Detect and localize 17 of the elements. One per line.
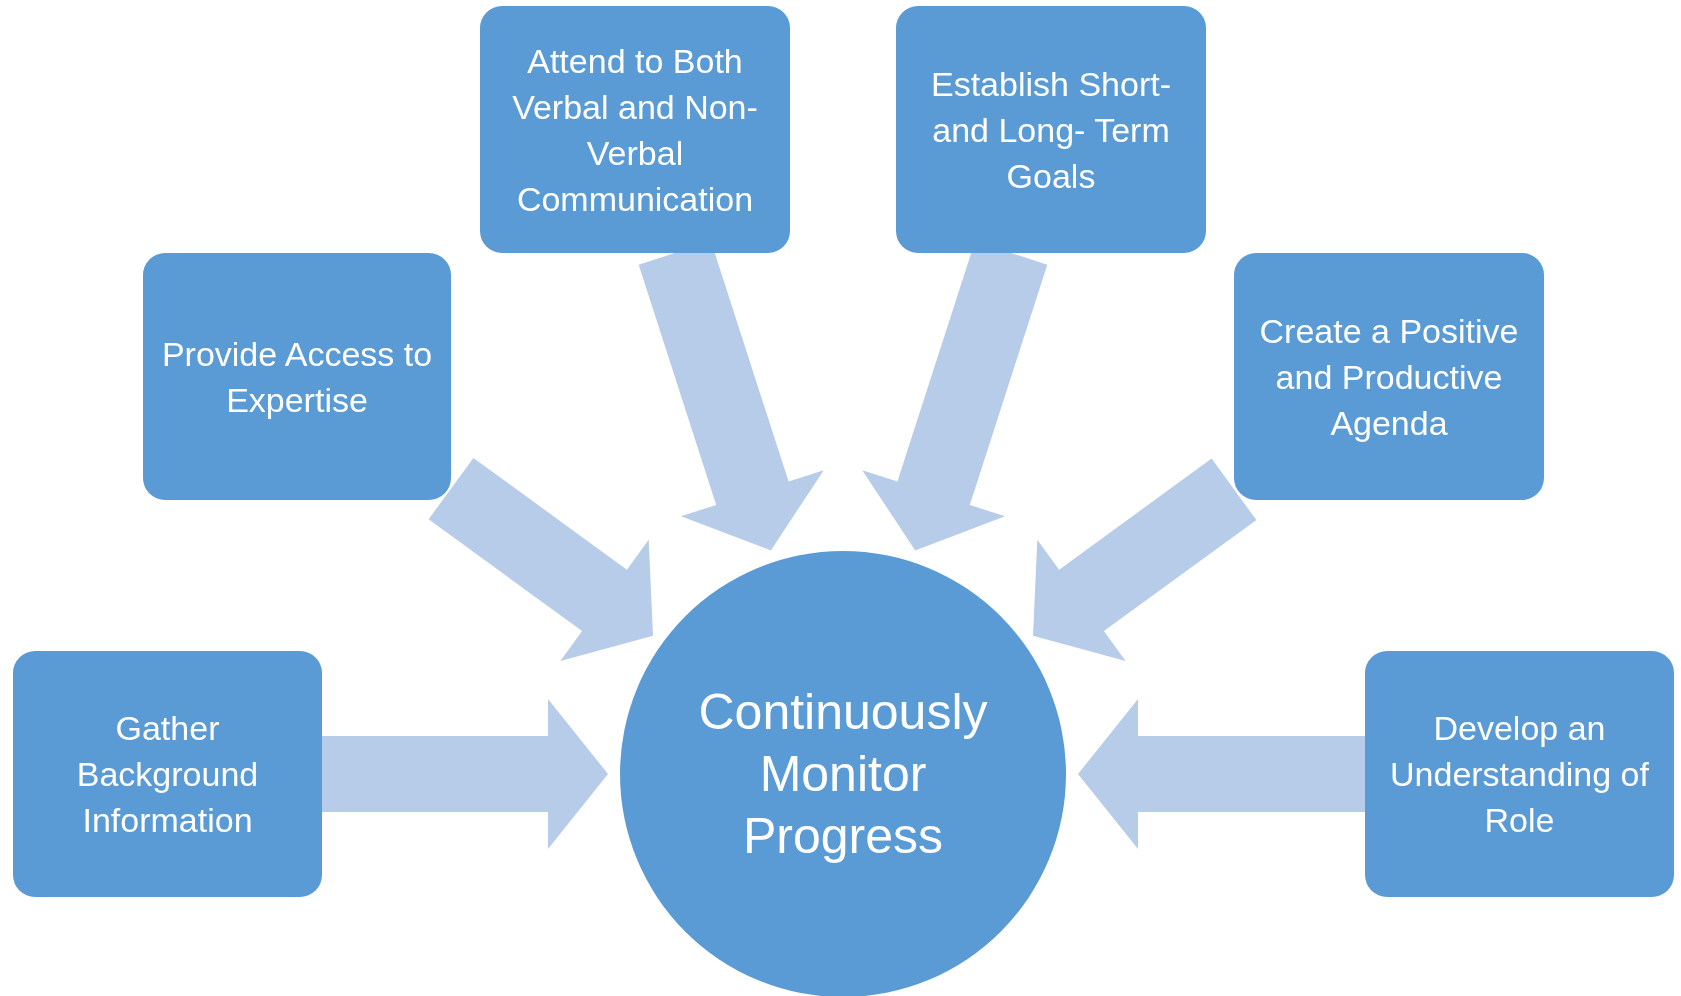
step-label: Gather Background Information	[75, 708, 260, 841]
block-arrow	[1033, 458, 1257, 661]
step-box	[13, 651, 322, 897]
center-label: Continuously Monitor Progress	[697, 683, 989, 866]
block-arrow	[322, 699, 608, 849]
step-box	[1365, 651, 1674, 897]
step-label: Establish Short- and Long- Term Goals	[930, 63, 1172, 197]
step-box	[1234, 253, 1544, 500]
block-arrow	[1078, 699, 1365, 849]
step-label: Provide Access to Expertise	[160, 333, 434, 421]
step-box	[480, 6, 790, 253]
step-label: Attend to Both Verbal and Non-Verbal Communication	[511, 40, 759, 220]
block-arrow	[428, 457, 653, 661]
step-label: Create a Positive and Productive Agenda	[1258, 310, 1520, 444]
step-label: Develop an Understanding of Role	[1389, 708, 1650, 841]
step-box	[896, 6, 1206, 253]
step-box	[143, 253, 451, 500]
